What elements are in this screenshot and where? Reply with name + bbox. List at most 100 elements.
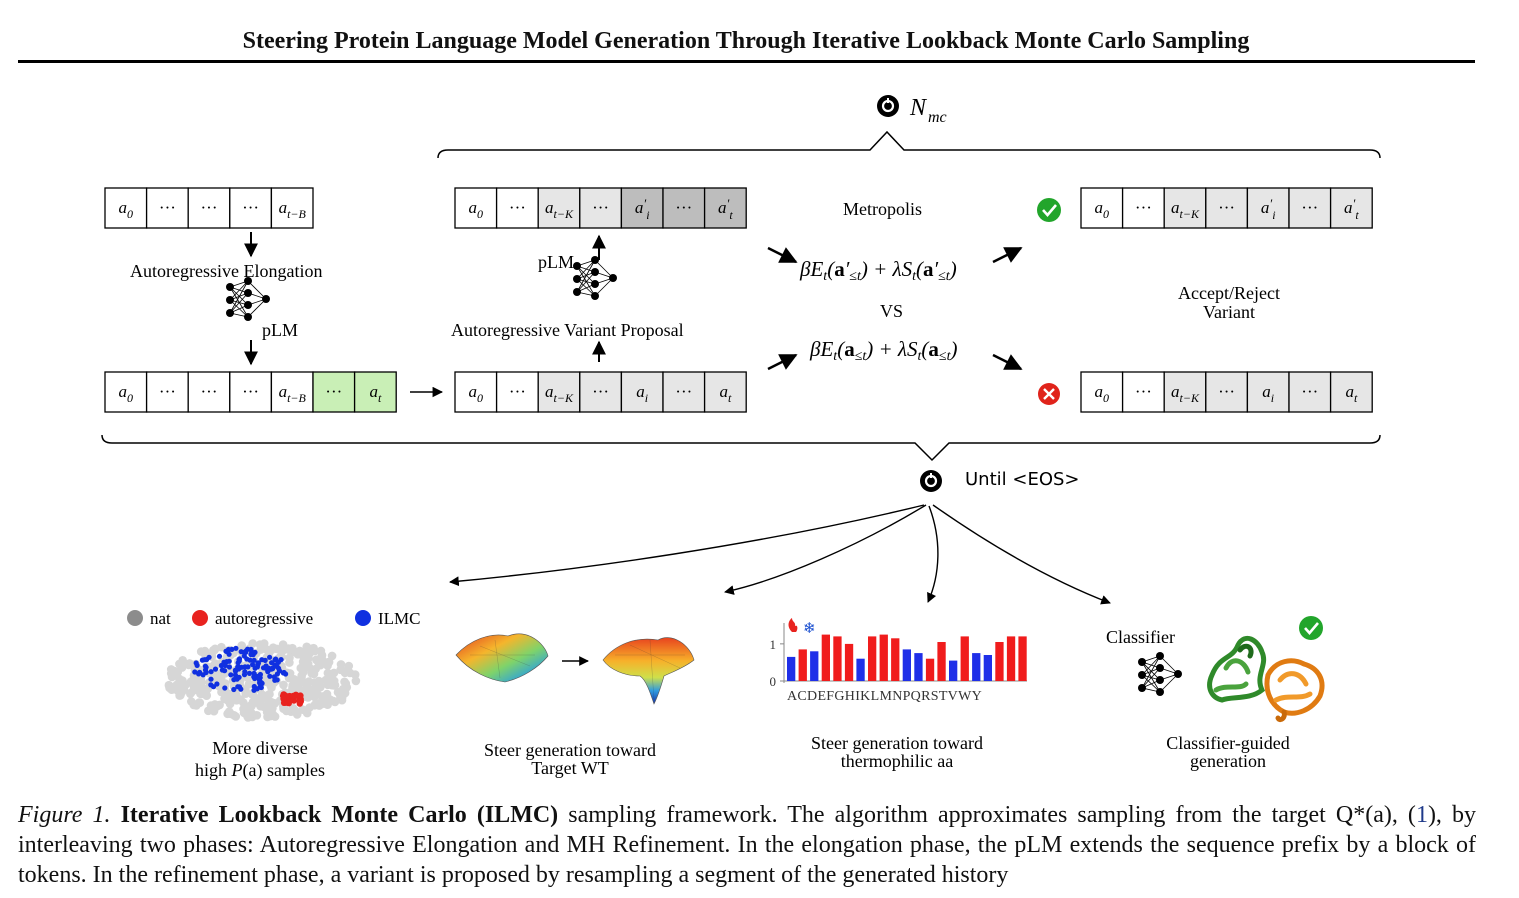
nat-point (323, 668, 333, 678)
current-sequence-row: a0···at−K···ai···at (454, 371, 747, 413)
nat-point (317, 650, 327, 660)
token-label: a′i (635, 196, 650, 222)
token-cell (703, 187, 747, 229)
token-label: at−K (545, 198, 574, 221)
nat-point (189, 680, 198, 690)
nat-point (247, 701, 256, 711)
nat-point (243, 713, 253, 722)
legend: nat autoregressive ILMC (127, 609, 421, 628)
classifier-label: Classifier (1106, 627, 1175, 647)
token-label: at (719, 382, 732, 405)
bar (810, 651, 819, 681)
bar (787, 656, 796, 681)
token-cell (1205, 371, 1249, 413)
nat-point (300, 678, 310, 688)
ilmc-point (226, 664, 232, 670)
protein-structure-image (1207, 635, 1325, 723)
token-ellipsis: ··· (509, 198, 526, 217)
token-label: ai (1262, 382, 1274, 405)
token-label: a0 (469, 382, 484, 405)
token-label: at−K (545, 382, 574, 405)
token-label: a′t (718, 196, 733, 222)
token-label: a0 (1095, 382, 1110, 405)
token-cell (312, 371, 356, 413)
energy-current: βEt(a≤t) + λSt(a≤t) (809, 337, 958, 364)
token-label: a0 (119, 198, 134, 221)
eos-loop-icon (920, 470, 942, 492)
token-label: ai (636, 382, 648, 405)
nat-point (306, 664, 315, 673)
nat-point (336, 665, 345, 675)
plm-network-icon-2 (573, 256, 617, 300)
legend-nat: nat (150, 609, 171, 628)
token-ellipsis: ··· (1135, 198, 1152, 217)
ilmc-point (280, 670, 286, 676)
nat-point (200, 646, 210, 656)
sample-scatter-plot (164, 639, 361, 722)
panel2-caption-line1: Steer generation toward (484, 740, 656, 760)
token-ellipsis: ··· (509, 382, 526, 401)
plm-label-1: pLM (262, 320, 298, 340)
token-cell (187, 187, 231, 229)
nat-point (343, 665, 352, 675)
panel1-caption-line2: high P(a) samples (195, 760, 325, 781)
token-cell (662, 187, 706, 229)
reject-icon (1038, 383, 1060, 405)
plm-label-2: pLM (538, 252, 574, 272)
ilmc-point (218, 662, 224, 669)
ilmc-point (212, 666, 219, 672)
classifier-network-icon (1138, 652, 1182, 696)
ilmc-point (200, 672, 206, 678)
nat-point (169, 684, 178, 694)
token-cell (229, 371, 273, 413)
bar (856, 658, 865, 681)
token-label: a0 (1095, 198, 1110, 221)
caption-text-1: sampling framework. The algorithm approx… (558, 802, 1326, 828)
ilmc-point (267, 673, 273, 679)
token-cell (537, 371, 581, 413)
flame-icon (788, 618, 798, 632)
legend-autoregressive: autoregressive (215, 609, 313, 628)
nat-point (285, 669, 295, 678)
nat-point (293, 650, 303, 659)
legend-ilmc-marker (355, 610, 371, 626)
elongation-output-row: a0·········at−B···at (104, 371, 397, 413)
autoregressive-point (290, 697, 298, 704)
token-ellipsis: ··· (325, 382, 342, 401)
caption-bold-title: Iterative Lookback Monte Carlo (ILMC) (120, 802, 559, 828)
ilmc-point (233, 645, 239, 651)
ilmc-point (258, 684, 264, 691)
ilmc-point (236, 674, 242, 680)
nat-point (241, 686, 250, 695)
ilmc-point (223, 648, 229, 654)
legend-ilmc: ILMC (378, 609, 421, 628)
landscape-after (602, 637, 695, 705)
caption-equation-ref[interactable]: 1 (1415, 802, 1428, 828)
ilmc-point (208, 676, 214, 682)
bar (844, 643, 854, 681)
token-ellipsis: ··· (201, 198, 218, 217)
caption-qa: Q*(a), ( (1335, 802, 1416, 828)
nat-point (324, 657, 334, 667)
ilmc-point (271, 674, 277, 680)
nat-point (210, 700, 220, 709)
accept-icon (1037, 198, 1061, 222)
token-cell (353, 371, 397, 413)
nat-point (239, 704, 248, 714)
ilmc-point (228, 672, 234, 678)
token-ellipsis: ··· (592, 382, 609, 401)
token-ellipsis: ··· (1135, 382, 1152, 401)
accepted-sequence-row: a0···at−K···a′i···a′t (1080, 187, 1373, 229)
token-cell (1288, 371, 1332, 413)
nat-point (252, 711, 262, 720)
y-tick-label: 0 (770, 674, 777, 689)
nat-point (236, 695, 245, 704)
token-cell (620, 371, 664, 413)
bar (798, 649, 807, 681)
nat-point (187, 697, 196, 706)
nat-point (186, 689, 195, 699)
token-cell (1329, 371, 1373, 413)
ilmc-point (241, 672, 248, 678)
ilmc-point (201, 657, 208, 663)
token-cell (620, 187, 664, 229)
